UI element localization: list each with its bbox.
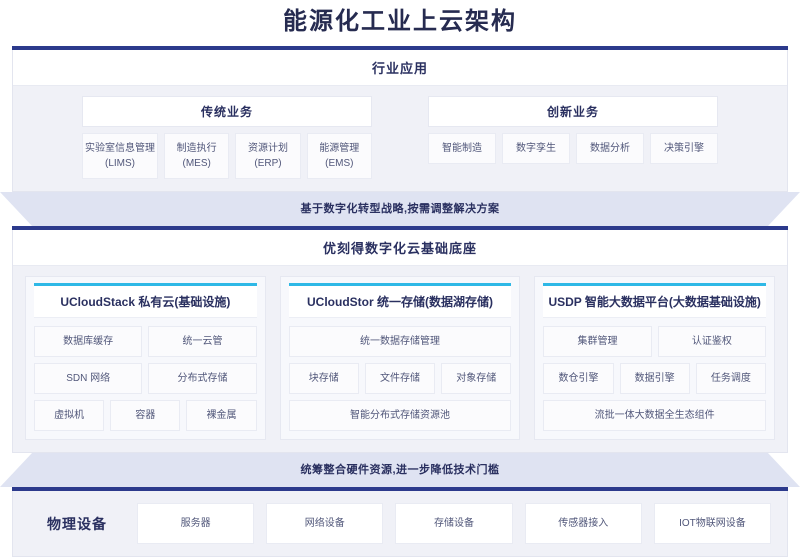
column-tile-row: 流批一体大数据全生态组件 (543, 400, 767, 431)
tile-decision-engine[interactable]: 决策引擎 (650, 133, 718, 164)
tile-unified-data-storage-mgmt[interactable]: 统一数据存储管理 (288, 326, 512, 357)
platform-column-usdp: USDP 智能大数据平台(大数据基础设施) 集群管理 认证鉴权 数仓引擎 数据引… (534, 276, 776, 440)
business-groups-row: 传统业务 实验室信息管理 (LIMS) 制造执行 (MES) 资 (25, 96, 775, 179)
business-group-traditional: 传统业务 实验室信息管理 (LIMS) 制造执行 (MES) 资 (82, 96, 372, 179)
column-tile-row: 集群管理 认证鉴权 (543, 326, 767, 357)
tile-iot-device[interactable]: IOT物联网设备 (653, 503, 772, 544)
tile-lims[interactable]: 实验室信息管理 (LIMS) (82, 133, 158, 179)
business-tile-row: 智能制造 数字孪生 数据分析 决策引擎 (428, 133, 718, 164)
tile-mes[interactable]: 制造执行 (MES) (164, 133, 230, 179)
tile-task-scheduling[interactable]: 任务调度 (695, 363, 766, 394)
tile-virtual-machine[interactable]: 虚拟机 (34, 400, 105, 431)
tile-data-engine[interactable]: 数据引擎 (619, 363, 690, 394)
connector-bottom: 统筹整合硬件资源,进一步降低技术门槛 (0, 453, 800, 487)
tile-storage-device[interactable]: 存储设备 (395, 503, 513, 544)
tile-block-storage[interactable]: 块存储 (288, 363, 359, 394)
tile-label: 制造执行 (176, 143, 217, 154)
tile-label: 能源管理 (319, 143, 360, 154)
connector-shape (0, 192, 800, 226)
industry-section-header: 行业应用 (13, 50, 787, 86)
tile-ems[interactable]: 能源管理 (EMS) (306, 133, 372, 179)
business-tile-row: 实验室信息管理 (LIMS) 制造执行 (MES) 资源计划 (ERP) (82, 133, 372, 179)
tile-label: 资源计划 (247, 143, 288, 154)
tile-batch-stream-ecosystem[interactable]: 流批一体大数据全生态组件 (543, 400, 767, 431)
tile-sdn-network[interactable]: SDN 网络 (34, 363, 143, 394)
page-title: 能源化工业上云架构 (283, 8, 517, 35)
tile-label: 数字孪生 (516, 143, 556, 154)
tile-sublabel: (MES) (182, 158, 211, 169)
connector-top-label: 基于数字化转型战略,按需调整解决方案 (300, 203, 500, 215)
tile-network-device[interactable]: 网络设备 (266, 503, 384, 544)
architecture-diagram-page: 能源化工业上云架构 行业应用 传统业务 实验室信息管理 (LIMS) (0, 8, 800, 557)
tile-file-storage[interactable]: 文件存储 (364, 363, 436, 394)
tile-unified-cloud-mgmt[interactable]: 统一云管 (148, 326, 257, 357)
column-tile-row: SDN 网络 分布式存储 (34, 363, 257, 394)
tile-warehouse-engine[interactable]: 数仓引擎 (543, 363, 614, 394)
tile-smart-manufacturing[interactable]: 智能制造 (428, 133, 496, 164)
business-group-innovation: 创新业务 智能制造 数字孪生 数据分析 (428, 96, 718, 179)
platform-columns-row: UCloudStack 私有云(基础设施) 数据库缓存 统一云管 SDN 网络 … (25, 276, 776, 440)
column-tile-row: 数据库缓存 统一云管 (34, 326, 257, 357)
column-topbar (288, 283, 512, 286)
column-header: UCloudStor 统一存储(数据湖存储) (288, 286, 512, 318)
column-tile-row: 数仓引擎 数据引擎 任务调度 (543, 363, 766, 394)
platform-column-ucloudstor: UCloudStor 统一存储(数据湖存储) 统一数据存储管理 块存储 文件存储… (279, 276, 521, 440)
device-tiles: 服务器 网络设备 存储设备 传感器接入 IOT物联网设备 (137, 503, 772, 544)
tile-cluster-management[interactable]: 集群管理 (543, 326, 652, 357)
business-group-title: 创新业务 (428, 96, 718, 127)
tile-database-cache[interactable]: 数据库缓存 (34, 326, 143, 357)
column-topbar (34, 283, 257, 286)
column-tile-row: 智能分布式存储资源池 (288, 400, 512, 431)
tile-label: 智能制造 (442, 143, 482, 154)
tile-container[interactable]: 容器 (110, 400, 181, 431)
connector-top: 基于数字化转型战略,按需调整解决方案 (0, 192, 800, 226)
device-row: 物理设备 服务器 网络设备 存储设备 传感器接入 IOT物联网设备 (25, 499, 775, 548)
cloud-platform-section: 优刻得数字化云基础底座 UCloudStack 私有云(基础设施) 数据库缓存 … (0, 226, 800, 453)
tile-erp[interactable]: 资源计划 (ERP) (235, 133, 301, 179)
industry-application-section: 行业应用 传统业务 实验室信息管理 (LIMS) 制造执行 (MES) (0, 46, 800, 192)
tile-sublabel: (EMS) (325, 158, 354, 169)
tile-label: 实验室信息管理 (85, 143, 155, 154)
column-header: USDP 智能大数据平台(大数据基础设施) (543, 286, 767, 318)
tile-label: 决策引擎 (664, 143, 704, 154)
tile-server[interactable]: 服务器 (137, 503, 255, 544)
tile-data-analysis[interactable]: 数据分析 (576, 133, 644, 164)
platform-column-ucloudstack: UCloudStack 私有云(基础设施) 数据库缓存 统一云管 SDN 网络 … (25, 276, 266, 440)
tile-auth-authorization[interactable]: 认证鉴权 (657, 326, 767, 357)
devices-section-topbar (12, 487, 788, 491)
column-topbar (543, 283, 767, 286)
physical-devices-label: 物理设备 (47, 515, 107, 532)
tile-label: 数据分析 (590, 143, 630, 154)
column-tile-row: 虚拟机 容器 裸金属 (34, 400, 257, 431)
tile-distributed-storage[interactable]: 分布式存储 (148, 363, 257, 394)
column-tile-row: 块存储 文件存储 对象存储 (288, 363, 512, 394)
business-group-title: 传统业务 (82, 96, 372, 127)
tile-bare-metal[interactable]: 裸金属 (186, 400, 257, 431)
column-tile-row: 统一数据存储管理 (288, 326, 512, 357)
tile-digital-twin[interactable]: 数字孪生 (502, 133, 570, 164)
tile-object-storage[interactable]: 对象存储 (441, 363, 512, 394)
tile-smart-distributed-storage-pool[interactable]: 智能分布式存储资源池 (288, 400, 512, 431)
connector-bottom-label: 统筹整合硬件资源,进一步降低技术门槛 (300, 464, 500, 476)
platform-section-header: 优刻得数字化云基础底座 (13, 230, 787, 266)
physical-devices-section: 物理设备 服务器 网络设备 存储设备 传感器接入 IOT物联网设备 (0, 487, 800, 557)
tile-sublabel: (ERP) (254, 158, 282, 169)
tile-sensor-access[interactable]: 传感器接入 (524, 503, 642, 544)
tile-sublabel: (LIMS) (105, 158, 135, 169)
platform-section-topbar (12, 226, 788, 230)
column-header: UCloudStack 私有云(基础设施) (34, 286, 257, 318)
industry-section-topbar (12, 46, 788, 50)
connector-shape (0, 453, 800, 487)
